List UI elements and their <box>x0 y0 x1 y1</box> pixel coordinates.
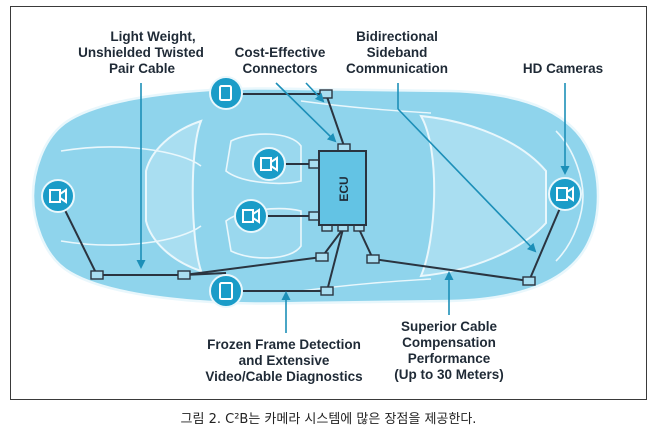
label-sideband-line: Bidirectional <box>356 29 438 44</box>
figure-caption: 그림 2. C²B는 카메라 시스템에 많은 장점을 제공한다. <box>180 412 477 427</box>
label-frozen: Frozen Frame Detection and Extensive Vid… <box>205 337 362 384</box>
label-cable: Light Weight, Unshielded Twisted Pair Ca… <box>78 29 204 76</box>
camera-icon <box>49 188 67 204</box>
camera-icon <box>242 208 260 224</box>
label-sideband-line: Communication <box>346 61 448 76</box>
label-superior: Superior Cable Compensation Performance … <box>394 319 504 382</box>
label-sideband-line: Sideband <box>367 45 428 60</box>
label-cameras: HD Cameras <box>523 61 603 76</box>
label-cable-line: Pair Cable <box>109 61 176 76</box>
label-frozen-line: and Extensive <box>239 353 330 368</box>
callout-arrows <box>136 82 570 333</box>
camera-node-front <box>548 177 582 211</box>
camera-icon <box>219 85 232 101</box>
label-frozen-line: Video/Cable Diagnostics <box>205 369 362 384</box>
label-superior-line: Compensation <box>402 335 496 350</box>
diagram-frame: ECU Light Weight, Unshielded Twi <box>10 6 647 400</box>
camera-icon <box>556 186 574 202</box>
camera-icon <box>260 156 278 172</box>
display-node <box>209 274 243 308</box>
label-connectors-line: Cost-Effective <box>235 45 326 60</box>
label-frozen-line: Frozen Frame Detection <box>207 337 361 352</box>
display-icon <box>219 282 233 300</box>
label-connectors: Cost-Effective Connectors <box>235 45 326 76</box>
label-connectors-line: Connectors <box>242 61 317 76</box>
camera-node-mid-top <box>252 147 286 181</box>
connector-group <box>90 89 536 296</box>
label-cable-line: Light Weight, <box>110 29 195 44</box>
label-superior-line: Superior Cable <box>401 319 498 334</box>
label-superior-line: Performance <box>408 351 491 366</box>
label-superior-line: (Up to 30 Meters) <box>394 367 504 382</box>
label-sideband: Bidirectional Sideband Communication <box>346 29 448 76</box>
camera-node-rear <box>41 179 75 213</box>
ecu-label: ECU <box>337 176 351 201</box>
label-cable-line: Unshielded Twisted <box>78 45 204 60</box>
label-cameras-line: HD Cameras <box>523 61 603 76</box>
camera-node-top <box>209 76 243 110</box>
car-camera-diagram: ECU Light Weight, Unshielded Twi <box>31 29 603 384</box>
camera-node-mid-bottom <box>234 199 268 233</box>
ecu-box: ECU <box>318 150 367 226</box>
